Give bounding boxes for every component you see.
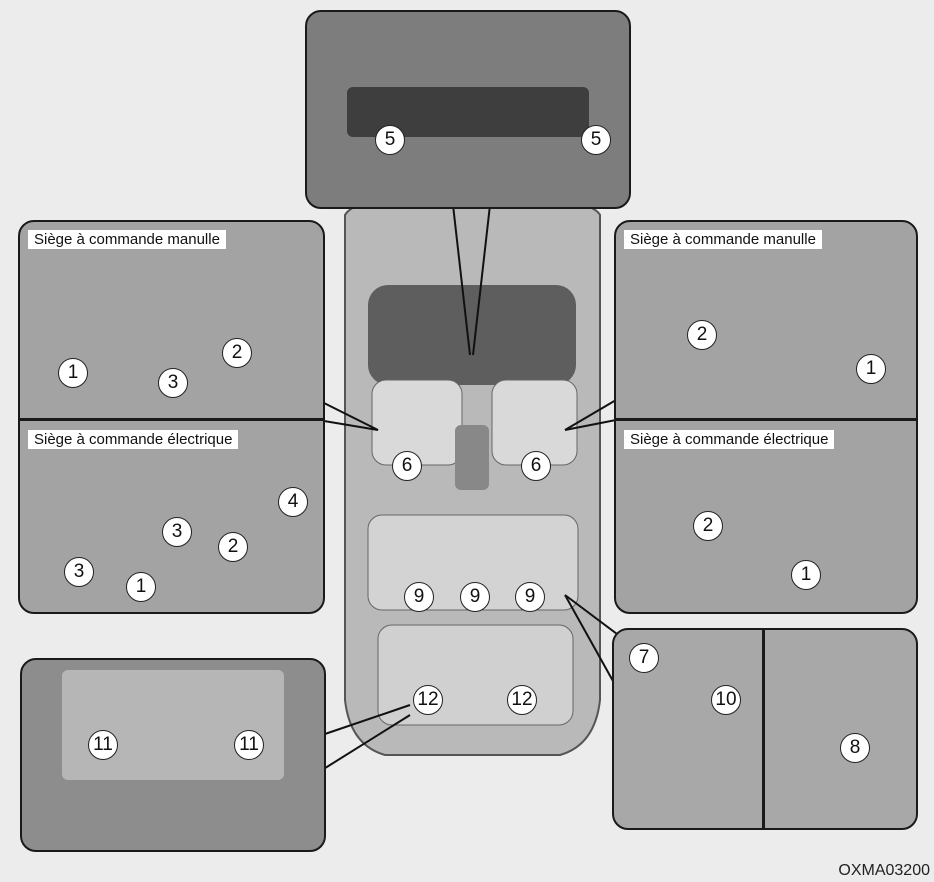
callout-car-9c: 9 bbox=[515, 582, 545, 612]
callout-rear-10: 10 bbox=[711, 685, 741, 715]
callout-lm-2: 2 bbox=[222, 338, 252, 368]
dashboard-heater-panel: 5 5 bbox=[305, 10, 631, 209]
callout-lm-1: 1 bbox=[58, 358, 88, 388]
callout-car-12b: 12 bbox=[507, 685, 537, 715]
callout-car-9a: 9 bbox=[404, 582, 434, 612]
callout-lp-3a: 3 bbox=[64, 557, 94, 587]
right-seat-panel: Siège à commande manulle 2 1 Siège à com… bbox=[614, 220, 918, 614]
label-right-manual: Siège à commande manulle bbox=[624, 230, 822, 249]
callout-car-12a: 12 bbox=[413, 685, 443, 715]
callout-lp-4: 4 bbox=[278, 487, 308, 517]
windshield bbox=[368, 285, 576, 385]
figure-code: OXMA03200 bbox=[838, 862, 930, 879]
label-left-power: Siège à commande électrique bbox=[28, 430, 239, 449]
third-row-seat bbox=[377, 624, 574, 726]
rear-seat-panel: 7 10 8 bbox=[612, 628, 918, 830]
callout-lp-1: 1 bbox=[126, 572, 156, 602]
left-seat-panel: Siège à commande manulle 1 3 2 Siège à c… bbox=[18, 220, 325, 614]
callout-rear-8: 8 bbox=[840, 733, 870, 763]
callout-lp-2: 2 bbox=[218, 532, 248, 562]
console bbox=[455, 425, 489, 490]
callout-dash-left: 5 bbox=[375, 125, 405, 155]
label-left-manual: Siège à commande manulle bbox=[28, 230, 226, 249]
callout-lp-3b: 3 bbox=[162, 517, 192, 547]
callout-car-6a: 6 bbox=[392, 451, 422, 481]
callout-rp-1: 1 bbox=[791, 560, 821, 590]
callout-rm-2: 2 bbox=[687, 320, 717, 350]
callout-rm-1: 1 bbox=[856, 354, 886, 384]
driver-seat bbox=[371, 379, 463, 466]
callout-trunk-11b: 11 bbox=[234, 730, 264, 760]
callout-rp-2: 2 bbox=[693, 511, 723, 541]
label-right-power: Siège à commande électrique bbox=[624, 430, 835, 449]
trunk-panel: 11 11 bbox=[20, 658, 326, 852]
callout-rear-7: 7 bbox=[629, 643, 659, 673]
callout-trunk-11a: 11 bbox=[88, 730, 118, 760]
callout-car-6b: 6 bbox=[521, 451, 551, 481]
callout-lm-3: 3 bbox=[158, 368, 188, 398]
callout-car-9b: 9 bbox=[460, 582, 490, 612]
callout-dash-right: 5 bbox=[581, 125, 611, 155]
